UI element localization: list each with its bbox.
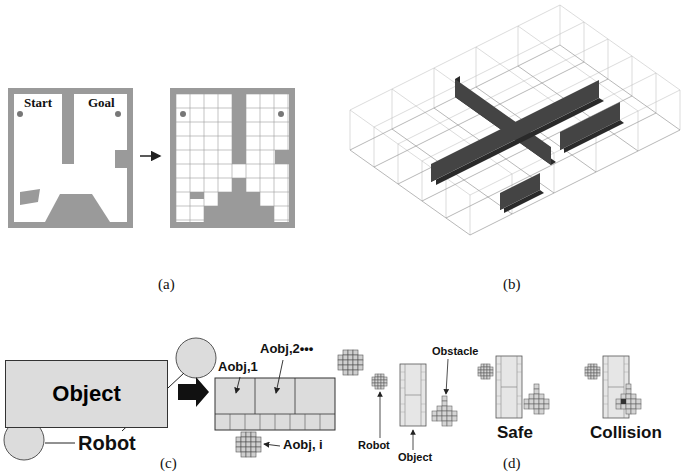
panel-label: (d) [503,455,521,472]
start-label: Start [24,96,52,110]
object-box: Object [5,360,168,428]
cell-label: Aobj,1 [218,360,258,374]
cell-label: Aobj,2••• [260,342,313,356]
panel-label: (b) [503,276,521,293]
robot-label: Robot [358,439,390,451]
obstacle-label: Obstacle [432,345,478,357]
node-text: Object [52,381,120,407]
panel-label: (c) [160,455,177,472]
state-label: Safe [497,424,533,443]
cell-label: Aobj, i [283,438,323,452]
robot-label: Robot [78,432,136,454]
object-label: Object [398,451,432,463]
state-label: Collision [590,424,662,443]
panel-label: (a) [158,276,175,293]
goal-label: Goal [88,96,115,110]
